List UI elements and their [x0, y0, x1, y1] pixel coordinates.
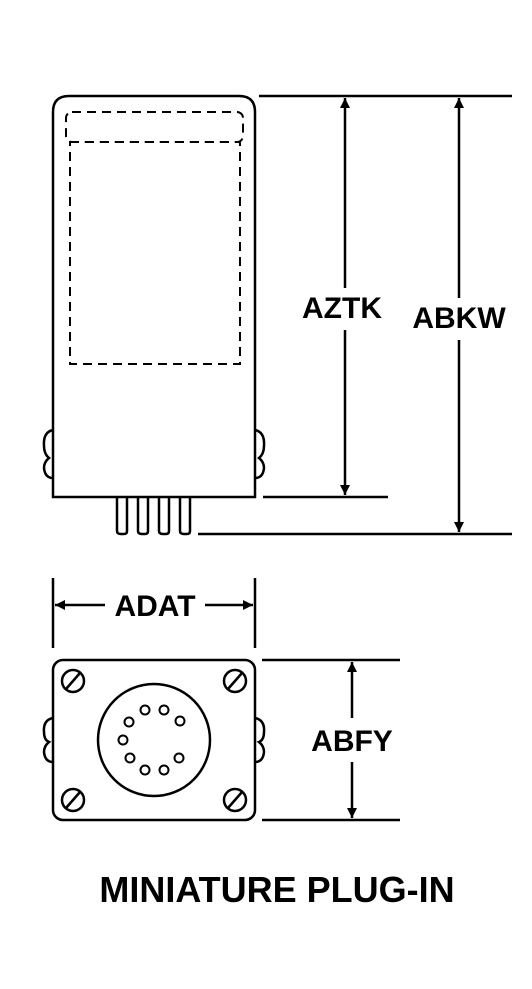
socket-pin-holes: [117, 704, 186, 776]
screw-bottom-right: [222, 787, 248, 813]
base-left-clip: [42, 716, 54, 764]
abfy-label: ABFY: [311, 725, 393, 758]
screw-bottom-left: [60, 787, 86, 813]
adat-label: ADAT: [114, 590, 195, 623]
base-right-clip: [254, 716, 266, 764]
screw-top-left: [60, 668, 86, 694]
bottom-view: [42, 578, 400, 822]
left-clip: [42, 428, 54, 480]
internal-cavity-dashed: [69, 141, 241, 365]
screw-top-right: [222, 668, 248, 694]
base-outline: [51, 658, 257, 822]
side-view: [42, 94, 512, 536]
internal-top-dashed: [65, 111, 244, 143]
plug-pins: [115, 497, 192, 536]
abkw-label: ABKW: [412, 302, 506, 335]
socket-circle: [96, 682, 212, 798]
aztk-label: AZTK: [302, 292, 382, 325]
relay-body-outline: [51, 94, 257, 499]
drawing-caption: MINIATURE PLUG-IN: [99, 869, 454, 910]
right-clip: [254, 428, 266, 480]
